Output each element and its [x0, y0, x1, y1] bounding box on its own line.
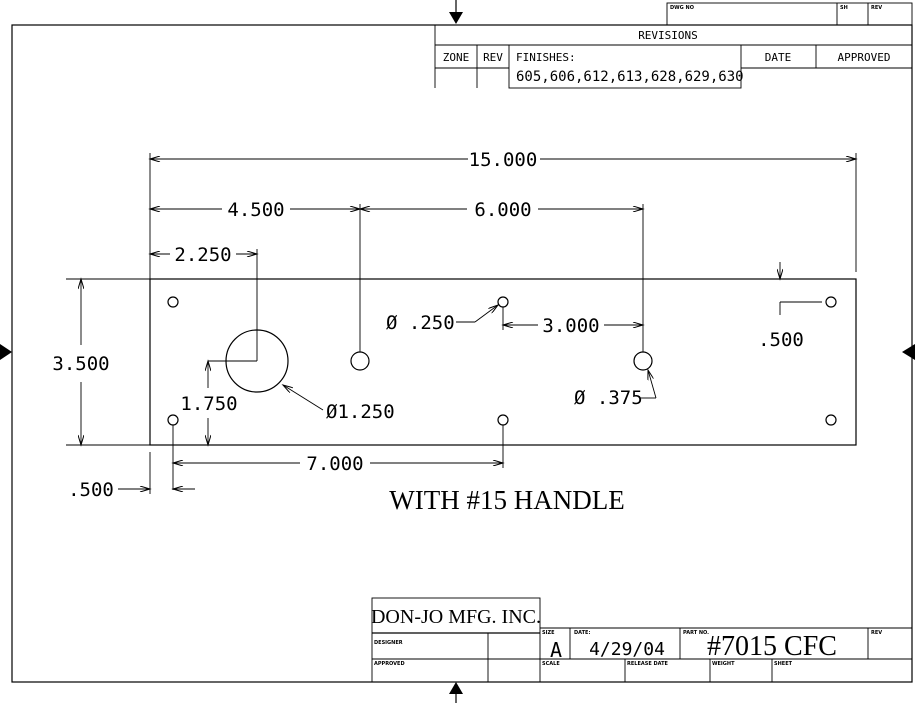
release-date-label: RELEASE DATE	[627, 661, 669, 667]
dim-4500: 4.500	[227, 199, 284, 221]
dim-small-hole: Ø .250	[386, 312, 455, 334]
weight-label: WEIGHT	[712, 661, 735, 667]
screw-hole	[825, 414, 837, 426]
part-no-label: PART NO.	[683, 630, 709, 636]
size-value: A	[550, 638, 562, 662]
rev-label: REV	[871, 5, 882, 11]
screw-hole	[497, 414, 509, 426]
dim-bottom-offset: .500	[68, 479, 114, 501]
company-name: DON-JO MFG. INC.	[371, 606, 541, 628]
dim-7000: 7.000	[306, 453, 363, 475]
medium-hole	[350, 351, 370, 371]
drawing-border	[11, 24, 913, 683]
screw-hole	[167, 414, 179, 426]
dim-overall-length: 15.000	[469, 149, 538, 171]
dwg-no-label: DWG NO	[670, 5, 694, 11]
dim-6000: 6.000	[474, 199, 531, 221]
dim-height: 3.500	[52, 353, 109, 375]
approved-header: APPROVED	[838, 51, 891, 64]
dimension-labels: 15.000 4.500 6.000 2.250 3.500 1.750 Ø1.…	[52, 149, 803, 501]
dim-2250: 2.250	[174, 244, 231, 266]
sheet-label: SHEET	[774, 661, 793, 667]
screw-hole	[825, 296, 837, 308]
part-no-value: #7015 CFC	[707, 631, 837, 662]
dim-3000: 3.000	[542, 315, 599, 337]
dim-large-hole: Ø1.250	[326, 401, 395, 423]
dim-medium-hole: Ø .375	[574, 387, 643, 409]
dim-right-offset: .500	[758, 329, 804, 351]
finishes-header: FINISHES:	[516, 51, 576, 64]
screw-hole	[167, 296, 179, 308]
date-header: DATE	[765, 51, 792, 64]
approved-label: APPROVED	[374, 661, 405, 667]
date-label: DATE:	[574, 630, 590, 636]
scale-label: SCALE	[542, 661, 560, 667]
medium-hole	[633, 351, 653, 371]
revisions-block: REVISIONS ZONE REV FINISHES: 605,606,612…	[434, 25, 912, 89]
title-block: DON-JO MFG. INC. DESIGNER APPROVED SIZE …	[371, 597, 912, 683]
dim-1750: 1.750	[180, 393, 237, 415]
rev-header: REV	[483, 51, 503, 64]
handle-note: WITH #15 HANDLE	[389, 485, 624, 515]
date-value: 4/29/04	[589, 639, 665, 660]
dimension-lines	[81, 159, 856, 489]
plate	[149, 278, 857, 446]
dwg-no-block: DWG NO SH REV	[666, 2, 913, 26]
rev-label-bottom: REV	[871, 630, 882, 636]
size-label: SIZE	[542, 630, 555, 636]
zone-header: ZONE	[443, 51, 470, 64]
screw-hole	[497, 296, 509, 308]
extension-lines	[66, 153, 857, 494]
sh-label: SH	[840, 5, 848, 11]
finishes-value: 605,606,612,613,628,629,630	[516, 69, 744, 85]
designer-label: DESIGNER	[374, 640, 403, 646]
revisions-title: REVISIONS	[638, 29, 698, 42]
